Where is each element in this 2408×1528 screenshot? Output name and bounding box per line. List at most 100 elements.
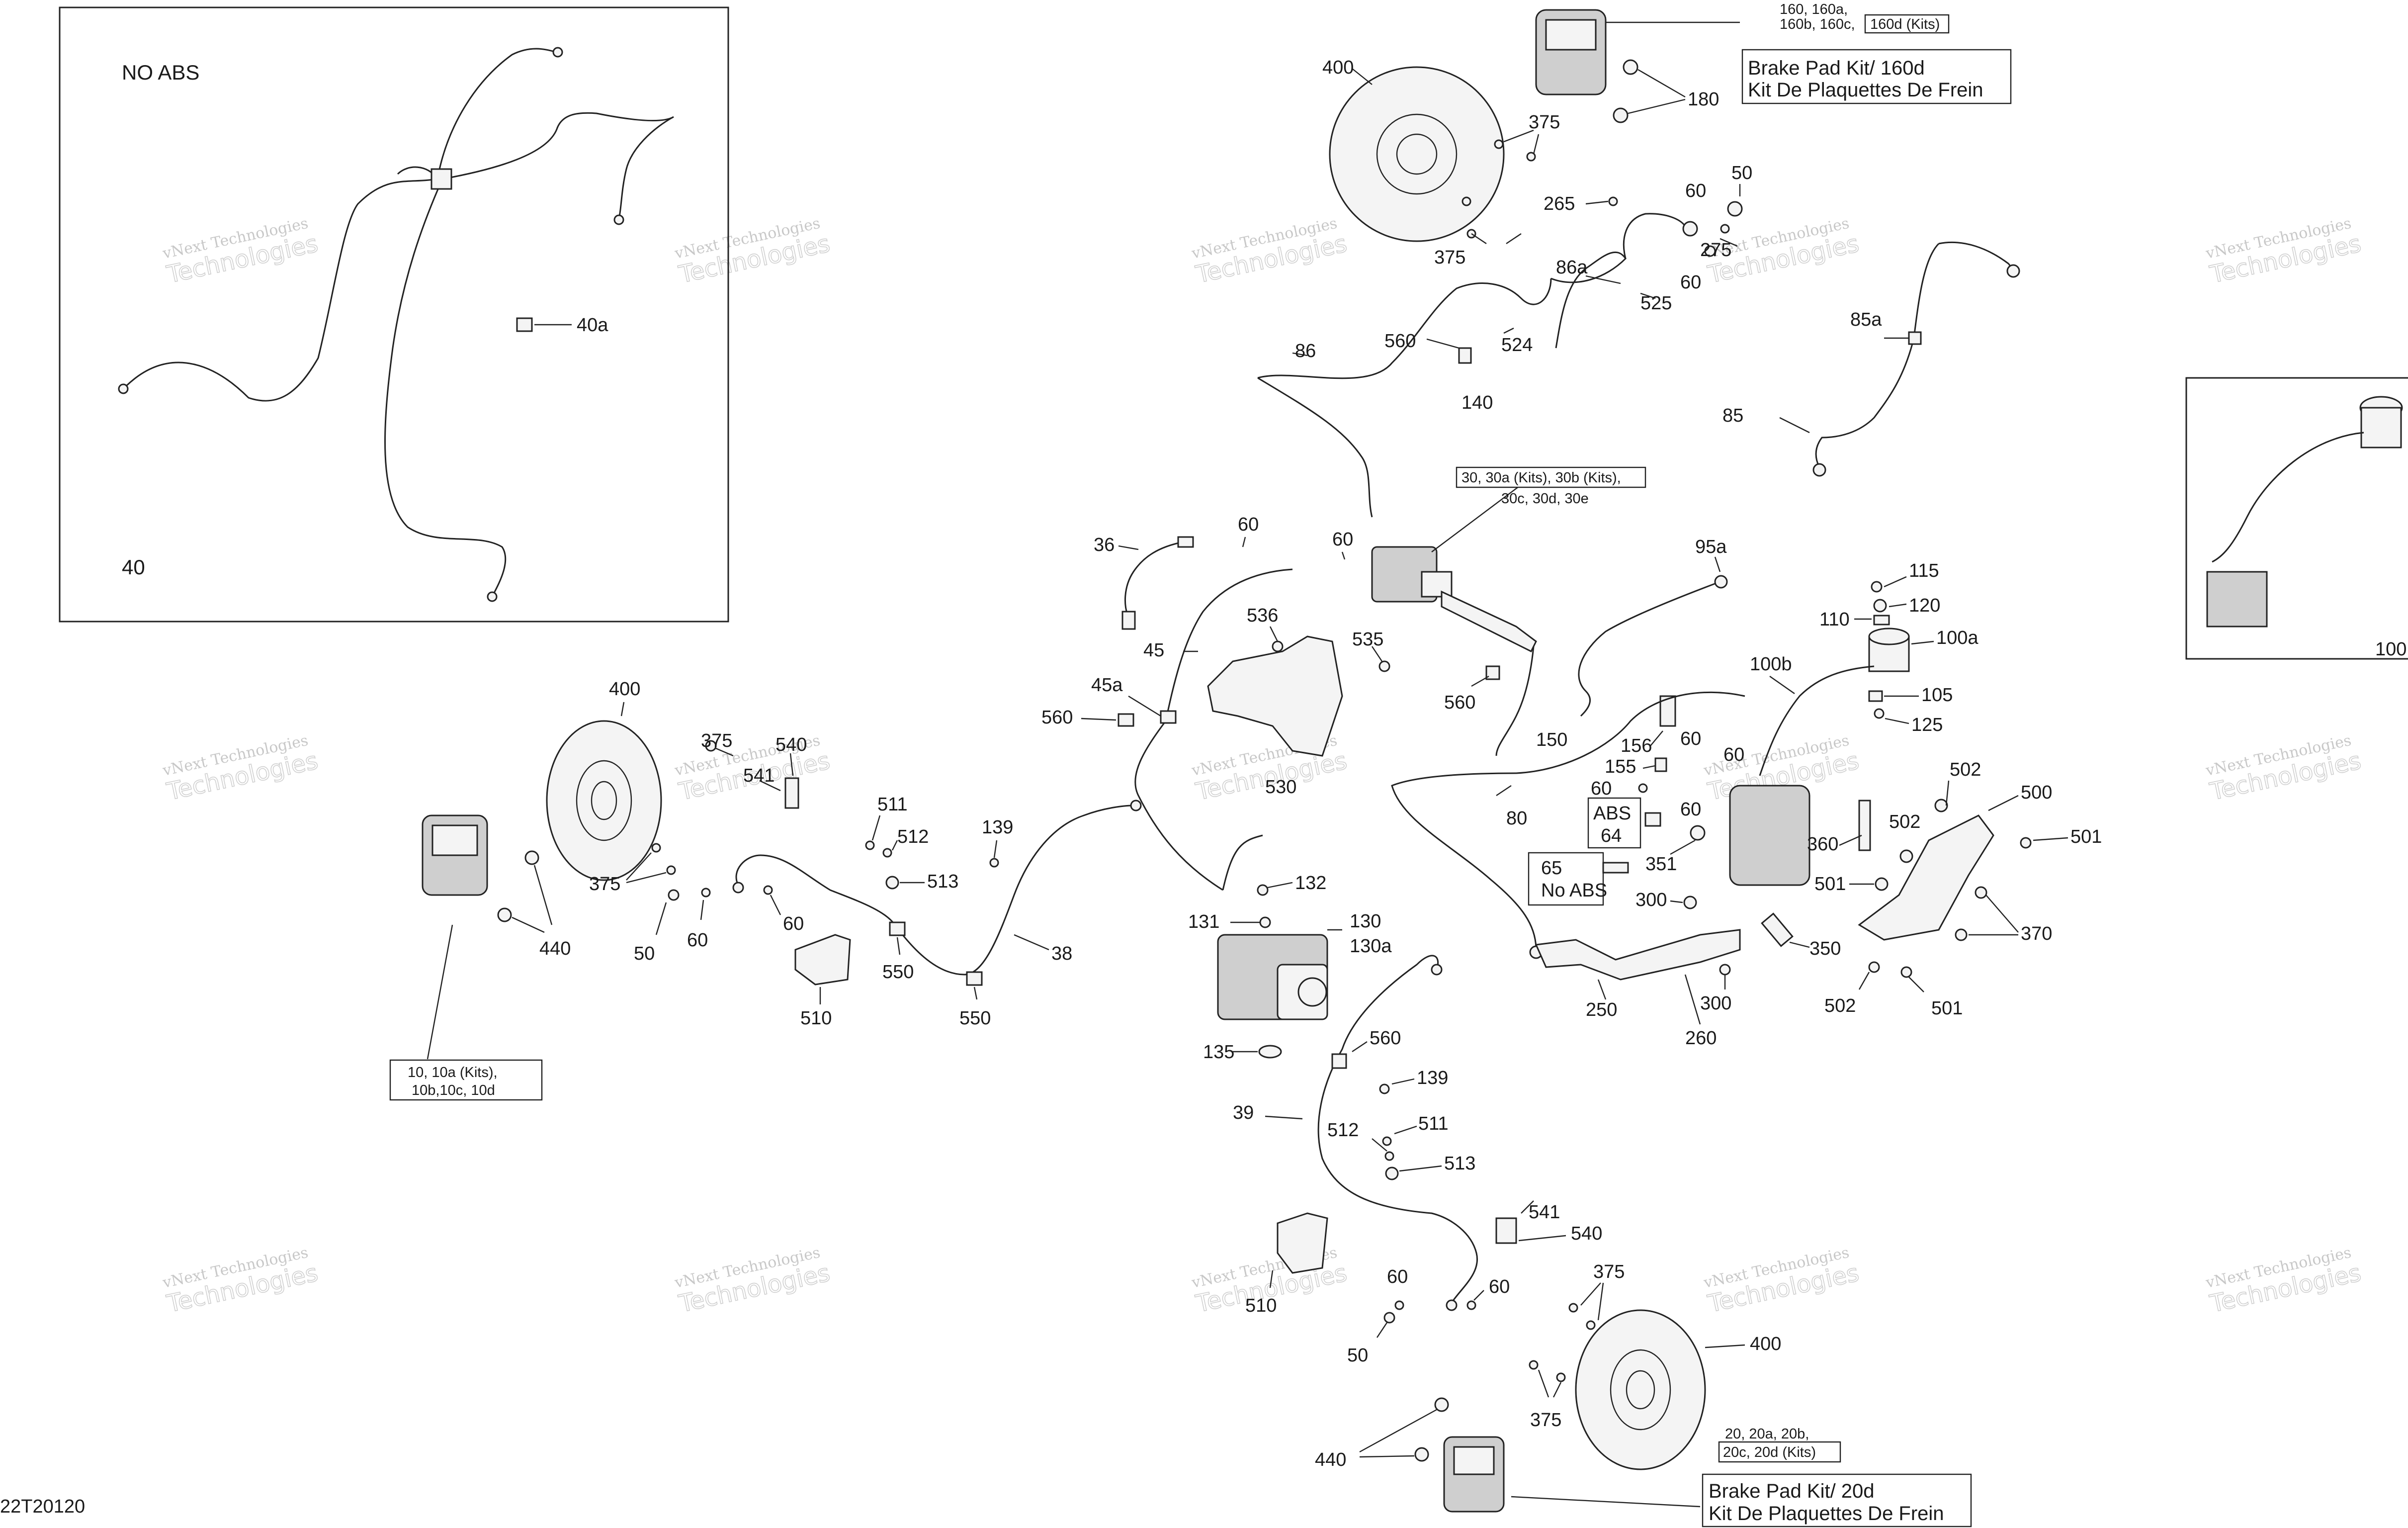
no-abs-box (1528, 852, 1604, 906)
kit-box (1718, 1441, 1841, 1463)
screw (1378, 660, 1390, 672)
callout-60: 60 (783, 913, 804, 934)
callout-536: 536 (1247, 605, 1278, 626)
nut (1899, 849, 1913, 863)
front-left-brake: 400 10, 10a (Kits), 10b,10c, 10d 440 375… (389, 679, 804, 1101)
bolt (1434, 1397, 1449, 1412)
callout-541: 541 (1529, 1202, 1560, 1223)
callout-60: 60 (1332, 529, 1353, 550)
callout-130: 130 (1350, 911, 1381, 932)
callout-511: 511 (1418, 1113, 1449, 1134)
fitting (1257, 884, 1269, 896)
sensor-156: 156 155 (1605, 695, 1676, 777)
callout-36: 36 (1094, 535, 1115, 555)
front-master-cylinder: 30, 30a (Kits), 30b (Kits), 30c, 30d, 30… (1332, 466, 1646, 653)
callout-510: 510 (800, 1008, 832, 1029)
diagram-id: 22T20120 (0, 1496, 85, 1517)
callout-300: 300 (1635, 890, 1667, 910)
callout-530: 530 (1265, 777, 1296, 798)
inset-frame (59, 6, 729, 623)
screw (1462, 196, 1471, 206)
callout-502: 502 (1889, 811, 1920, 832)
callout-100a: 100a (1936, 628, 1978, 648)
callout-400: 400 (1322, 57, 1354, 78)
grommet (1258, 1045, 1282, 1059)
brake-disc (546, 720, 662, 881)
abs-part-number: 64 (1601, 825, 1622, 846)
nut (885, 876, 899, 890)
callout-150: 150 (1536, 729, 1567, 750)
hose-150: 560 150 (1444, 646, 1567, 756)
callout-120: 120 (1909, 595, 1940, 616)
watermark: vNext Technologies Technologies (2204, 1244, 2364, 1319)
callout-95a: 95a (1695, 537, 1727, 557)
callout-550: 550 (882, 962, 914, 983)
callout-511: 511 (877, 794, 908, 815)
screw (1382, 1136, 1392, 1146)
callout-560: 560 (1444, 692, 1475, 713)
callout-560: 560 (1041, 707, 1073, 728)
callout-375: 375 (1530, 1410, 1561, 1431)
hose-clip (1485, 665, 1500, 680)
hose-clamp (1868, 690, 1883, 702)
banjo-fitting (552, 47, 563, 58)
fitting (1121, 611, 1136, 630)
hose-clip (516, 317, 533, 332)
bolt (1858, 800, 1871, 851)
callout-540: 540 (1571, 1223, 1602, 1244)
nut (1868, 961, 1880, 973)
callout-360: 360 (1807, 834, 1838, 855)
callout-400: 400 (1750, 1334, 1781, 1354)
callout-50: 50 (1731, 163, 1752, 183)
washer (882, 848, 892, 858)
bolt (524, 850, 539, 865)
front-left-caliper-kits-line1: 10, 10a (Kits), (408, 1065, 498, 1080)
watermark: vNext Technologies Technologies (2204, 732, 2364, 807)
bolt (1414, 1447, 1429, 1462)
bolt (2020, 837, 2032, 849)
callout-500: 500 (2021, 782, 2052, 803)
hose-clip (889, 921, 906, 936)
right-edge-inset: 100 (2185, 377, 2408, 660)
screw (1379, 1083, 1390, 1094)
bolt (1623, 59, 1638, 75)
callout-110: 110 (1819, 609, 1850, 630)
watermark: vNext Technologies Technologies (673, 215, 833, 289)
callout-100b: 100b (1750, 654, 1792, 675)
front-caliper-kits-line1: 160, 160a, (1780, 1, 1848, 17)
callout-50: 50 (1347, 1345, 1368, 1366)
callout-550: 550 (959, 1008, 991, 1029)
callout-45a: 45a (1091, 675, 1123, 696)
abs-module-130: 130 130a 131 132 135 (1188, 873, 1392, 1063)
callout-512: 512 (897, 826, 929, 847)
hose-95a: 95a (1578, 537, 1728, 717)
callout-440: 440 (539, 938, 571, 959)
callout-512: 512 (1327, 1120, 1359, 1141)
banjo-fitting (732, 882, 744, 894)
callout-60: 60 (1489, 1276, 1510, 1297)
washer (1384, 1151, 1394, 1161)
screw (1529, 1360, 1539, 1370)
banjo-fitting (1812, 463, 1826, 477)
callout-86a: 86a (1556, 257, 1588, 278)
abs-bracket-530: 536 535 530 (1207, 605, 1390, 798)
callout-524: 524 (1501, 335, 1533, 356)
hose-clip (1908, 331, 1922, 345)
clip (784, 777, 799, 809)
callout-180: 180 (1688, 89, 1719, 110)
callout-135: 135 (1203, 1042, 1234, 1063)
callout-115: 115 (1909, 560, 1939, 581)
callout-155: 155 (1605, 756, 1636, 777)
hose-45: 45 45a 560 (1041, 568, 1293, 891)
abs-label: ABS (1593, 803, 1631, 824)
banjo-fitting (118, 383, 129, 394)
callout-535: 535 (1352, 629, 1383, 650)
kit-box (1456, 466, 1646, 488)
rear-master-cylinder-body (1729, 785, 1810, 886)
brake-pad-kit-box (1702, 1473, 1972, 1528)
screw (1871, 581, 1883, 593)
callout-39: 39 (1233, 1102, 1254, 1123)
callout-502: 502 (1824, 995, 1856, 1016)
callout-139: 139 (982, 817, 1013, 838)
banjo-bolt (1383, 1312, 1395, 1324)
